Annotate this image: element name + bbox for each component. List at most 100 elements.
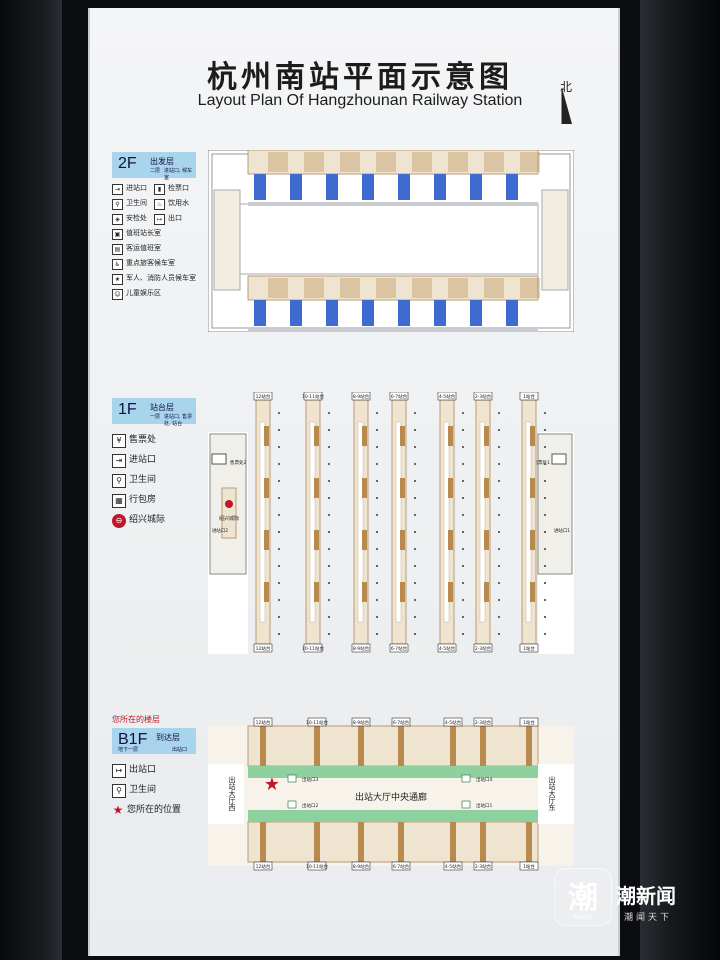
column-dot <box>462 582 464 584</box>
hall-west-label: 出站大厅西 <box>228 775 236 812</box>
room-block <box>412 278 432 298</box>
column-dot <box>328 429 330 431</box>
gate-block <box>470 300 482 326</box>
column-dot <box>414 463 416 465</box>
platform-tag <box>351 643 371 653</box>
gate-block <box>506 174 518 200</box>
stair-block <box>484 582 489 602</box>
platform-label: 8-9站台 <box>353 719 370 726</box>
column-dot <box>462 599 464 601</box>
column-dot <box>376 531 378 533</box>
metro-icon: ⊖ <box>112 514 126 528</box>
floor-tag-2f: 2F 出发层 二层 进站口, 候车室 <box>112 152 196 181</box>
column-dot <box>414 531 416 533</box>
stair-block <box>358 822 364 862</box>
service-icon: ▤ <box>112 244 123 255</box>
platform-label: 2-3站台 <box>475 863 492 870</box>
stair-block <box>448 426 453 446</box>
platform-tag <box>253 392 273 401</box>
column-dot <box>328 599 330 601</box>
exit-icon <box>461 774 471 783</box>
column-dot <box>328 582 330 584</box>
column-dot <box>414 480 416 482</box>
legend-label: 客运值班室 <box>126 244 161 252</box>
column-dot <box>498 633 500 635</box>
column-dot <box>278 514 280 516</box>
platform-tag <box>351 717 371 727</box>
gate-block <box>290 300 302 326</box>
waiting-room-row <box>247 275 539 301</box>
column-dot <box>414 599 416 601</box>
platform-tag <box>253 717 273 727</box>
stair-block <box>398 822 404 862</box>
ticket-office-label-w: 售票处2 <box>230 459 246 466</box>
legend-item: ⚲卫生间 <box>112 199 154 210</box>
column-dot <box>376 616 378 618</box>
legend-item: ♿重点旅客候车室 <box>112 259 196 270</box>
platform-label: 6-7站台 <box>393 863 410 870</box>
floor-code: 1F <box>118 401 137 418</box>
legend-label: 卫生间 <box>129 785 157 795</box>
platform-edge <box>443 421 450 623</box>
platform-label: 10-11站台 <box>306 719 329 726</box>
platform-tag <box>303 392 323 401</box>
column-dot <box>462 616 464 618</box>
room-block <box>304 152 324 172</box>
room-block <box>520 152 540 172</box>
stair-block <box>314 426 319 446</box>
column-dot <box>376 412 378 414</box>
column-dot <box>328 514 330 516</box>
stair-block <box>398 726 404 766</box>
legend-item: ⚲卫生间 <box>112 784 196 798</box>
platform-label: 10-11站台 <box>306 863 329 870</box>
column-dot <box>414 446 416 448</box>
column-dot <box>462 480 464 482</box>
column-dot <box>376 463 378 465</box>
gate-block <box>434 300 446 326</box>
column-dot <box>498 463 500 465</box>
column-dot <box>376 429 378 431</box>
column-dot <box>544 548 546 550</box>
stair-block <box>480 726 486 766</box>
platform-label: 4-5站台 <box>439 393 456 400</box>
room-block <box>268 278 288 298</box>
stair-block <box>484 530 489 550</box>
column-dot <box>462 514 464 516</box>
floor-sub-label: 地下一层 <box>118 747 139 753</box>
legend-item: ★军人、消防人员候车室 <box>112 274 196 285</box>
stair-block <box>400 426 405 446</box>
ticket-office-w <box>211 453 227 465</box>
legend-label: 重点旅客候车室 <box>126 259 175 267</box>
news-logo: 潮 NEWS <box>554 868 612 926</box>
column-dot <box>328 548 330 550</box>
watermark-name: 潮新闻 <box>616 884 676 908</box>
column-dot <box>498 446 500 448</box>
stair-block <box>260 822 266 862</box>
column-dot <box>498 548 500 550</box>
column-dot <box>278 548 280 550</box>
gate-block <box>362 300 374 326</box>
column-dot <box>376 599 378 601</box>
gate-block <box>506 300 518 326</box>
legend-item: ★您所在的位置 <box>112 804 196 816</box>
stair-block <box>314 478 319 498</box>
column-dot <box>544 565 546 567</box>
legend-list: ↦出站口 ⚲卫生间 ★您所在的位置 <box>112 764 196 822</box>
legend-label: 您所在的位置 <box>127 805 182 815</box>
column-dot <box>462 497 464 499</box>
waiting-room-row <box>247 150 539 175</box>
display-frame-right <box>640 0 720 960</box>
legend-item: ♨饮用水 <box>154 199 196 210</box>
ticket-office-e <box>551 453 567 465</box>
room-block <box>376 278 396 298</box>
hall-east-label: 出站大厅东 <box>548 775 556 811</box>
column-dot <box>498 497 500 499</box>
room-block <box>484 278 504 298</box>
hall-east <box>538 764 574 824</box>
gate-block <box>398 174 410 200</box>
platform-label: 8-9站台 <box>353 393 370 400</box>
stair-block <box>400 530 405 550</box>
